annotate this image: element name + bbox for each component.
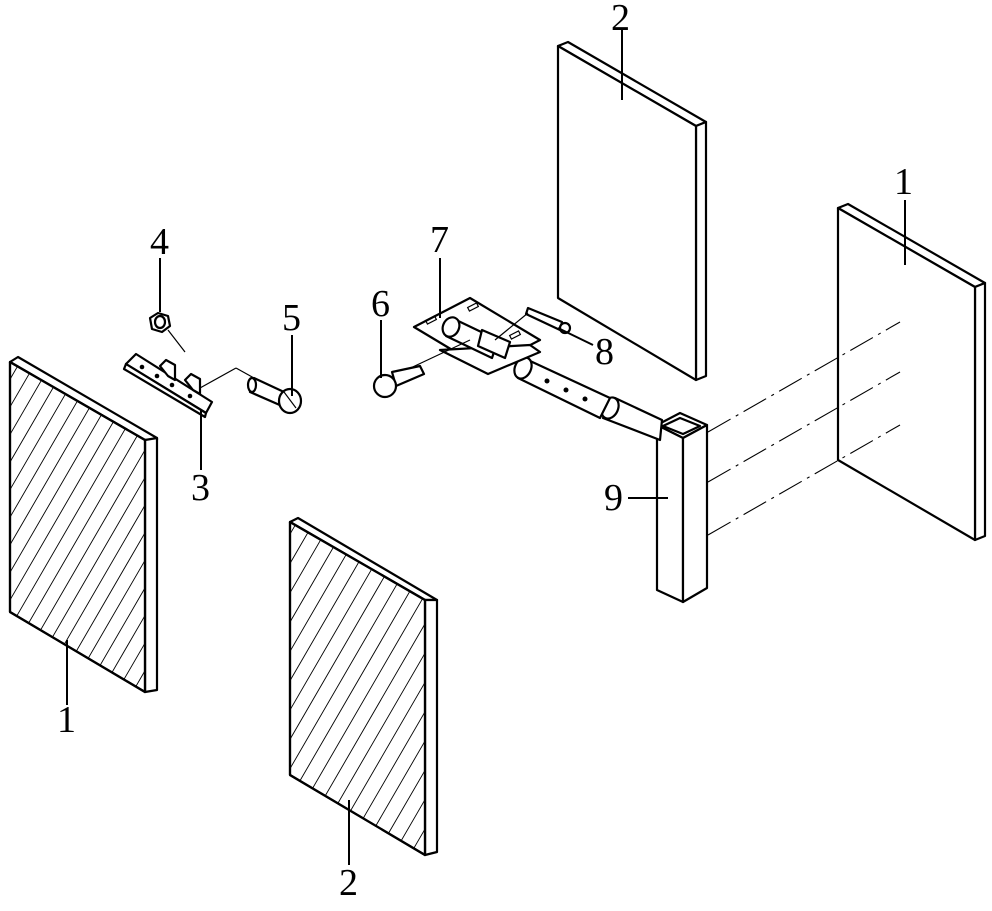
hatch-line (10, 362, 76, 692)
label-hinge-plate: 3 (191, 467, 210, 509)
hatch-line (832, 510, 992, 860)
leader-lines (66, 30, 906, 865)
hatch-line (321, 522, 425, 855)
hinge-plate (122, 352, 255, 419)
hatch-line (290, 522, 356, 855)
hatch-line (764, 510, 967, 860)
hatch-line (10, 362, 92, 692)
label-panel-2-top: 2 (611, 0, 630, 39)
hatch-line (10, 362, 108, 692)
hatch-line (338, 522, 425, 855)
hatch-line (95, 362, 145, 692)
bolt (246, 376, 303, 415)
hatch-line (79, 362, 145, 692)
hatch-line (290, 522, 373, 855)
pin (372, 339, 471, 399)
hatch-line (781, 510, 984, 860)
hatch-line (441, 510, 644, 860)
hatch-line (10, 362, 60, 692)
hatch-line (372, 522, 425, 855)
hatch-line (611, 510, 814, 860)
label-pin: 6 (371, 283, 390, 325)
label-bolt: 5 (282, 297, 301, 339)
label-panel-2-bottom: 2 (339, 862, 358, 904)
hatch-line (458, 510, 661, 860)
hatch-line (47, 362, 145, 692)
assembly-center-lines (707, 321, 901, 536)
label-hinge-bracket: 7 (430, 219, 449, 261)
hatch-line (290, 522, 339, 855)
panel-1-right-plain (836, 202, 987, 542)
hatch-line (713, 510, 916, 860)
hatch-line (730, 510, 933, 860)
hatch-line (798, 510, 992, 860)
label-panel-1-left: 1 (57, 699, 76, 741)
label-panel-1-right: 1 (894, 161, 913, 203)
hatch-line (31, 362, 145, 692)
nut (148, 311, 186, 353)
hatch-line (475, 510, 678, 860)
hatch-line (464, 350, 667, 700)
hatch-line (290, 522, 390, 855)
hinge-bracket (412, 296, 542, 376)
hinge-shaft-tubes (513, 356, 664, 442)
hatch-line (815, 510, 992, 860)
hatch-line (423, 522, 425, 855)
hatch-line (679, 510, 882, 860)
panel-2-bottom-hatched (288, 510, 992, 860)
hatch-line (389, 522, 425, 855)
label-post: 9 (604, 477, 623, 519)
panel-2-top-plain (556, 40, 708, 382)
label-nut: 4 (150, 221, 169, 263)
post-square-tube (655, 411, 709, 604)
hatch-line (747, 510, 950, 860)
hatch-line (696, 510, 899, 860)
label-split-pin: 8 (595, 331, 614, 373)
hatch-line (304, 522, 425, 855)
hatch-line (543, 510, 746, 860)
hatch-line (355, 522, 425, 855)
hatch-line (63, 362, 145, 692)
